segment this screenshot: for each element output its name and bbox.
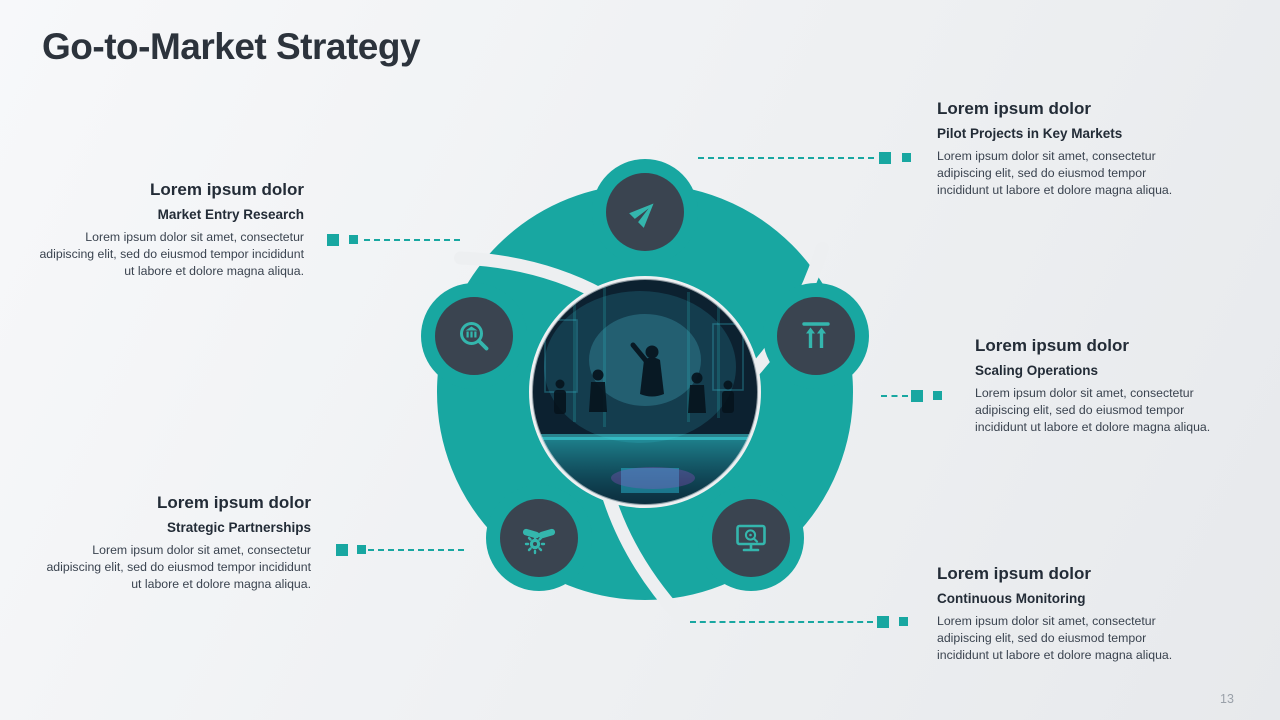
connector-market-entry [364, 239, 460, 241]
connector-square-large [336, 544, 348, 556]
step-body-text: Lorem ipsum dolor sit amet, consectetur … [937, 614, 1173, 663]
connector-square-small [899, 617, 908, 626]
connector-continuous-monitoring [690, 621, 873, 623]
step-heading: Lorem ipsum dolor [975, 336, 1129, 355]
step-heading: Lorem ipsum dolor [937, 564, 1091, 583]
step-block-continuous-monitoring: Lorem ipsum dolor Continuous Monitoring … [937, 564, 1195, 665]
connector-square-large [877, 616, 889, 628]
connector-square-small [902, 153, 911, 162]
step-body-text: Lorem ipsum dolor sit amet, consectetur … [39, 230, 304, 279]
step-subheading: Pilot Projects in Key Markets [937, 126, 1123, 141]
step-heading: Lorem ipsum dolor [157, 493, 311, 512]
scale-up-arrows-icon [802, 322, 830, 348]
connector-square-small [357, 545, 366, 554]
step-body-text: Lorem ipsum dolor sit amet, consectetur … [937, 149, 1173, 198]
step-subheading: Scaling Operations [975, 363, 1099, 378]
step-heading: Lorem ipsum dolor [150, 180, 304, 199]
connector-pilot-projects [698, 157, 874, 159]
step-block-scaling-operations: Lorem ipsum dolor Scaling Operations Lor… [975, 336, 1231, 437]
connector-square-large [911, 390, 923, 402]
step-subheading: Continuous Monitoring [937, 591, 1086, 606]
page-number: 13 [1220, 692, 1234, 706]
step-block-market-entry-research: Lorem ipsum dolor Market Entry Research … [30, 180, 304, 281]
step-heading: Lorem ipsum dolor [937, 99, 1091, 118]
handshake-gear-icon [522, 528, 556, 555]
step-subheading: Strategic Partnerships [166, 520, 311, 535]
icon-badges [435, 173, 855, 577]
step-subheading: Market Entry Research [157, 207, 304, 222]
step-block-pilot-projects: Lorem ipsum dolor Pilot Projects in Key … [937, 99, 1191, 200]
connector-scaling-operations [881, 395, 908, 397]
slide-title: Go-to-Market Strategy [42, 26, 421, 67]
connector-square-large [327, 234, 339, 246]
step-body-text: Lorem ipsum dolor sit amet, consectetur … [46, 543, 311, 592]
monitor-target-icon [736, 524, 766, 552]
center-photo [531, 278, 759, 506]
connector-strategic-partnerships [368, 549, 464, 551]
connector-square-small [933, 391, 942, 400]
step-body-text: Lorem ipsum dolor sit amet, consectetur … [975, 386, 1211, 435]
gtm-cycle-diagram [421, 159, 869, 624]
people-silhouettes [554, 342, 734, 414]
connector-square-small [349, 235, 358, 244]
magnifier-building-icon [460, 322, 489, 351]
step-block-strategic-partnerships: Lorem ipsum dolor Strategic Partnerships… [37, 493, 311, 594]
connector-square-large [879, 152, 891, 164]
